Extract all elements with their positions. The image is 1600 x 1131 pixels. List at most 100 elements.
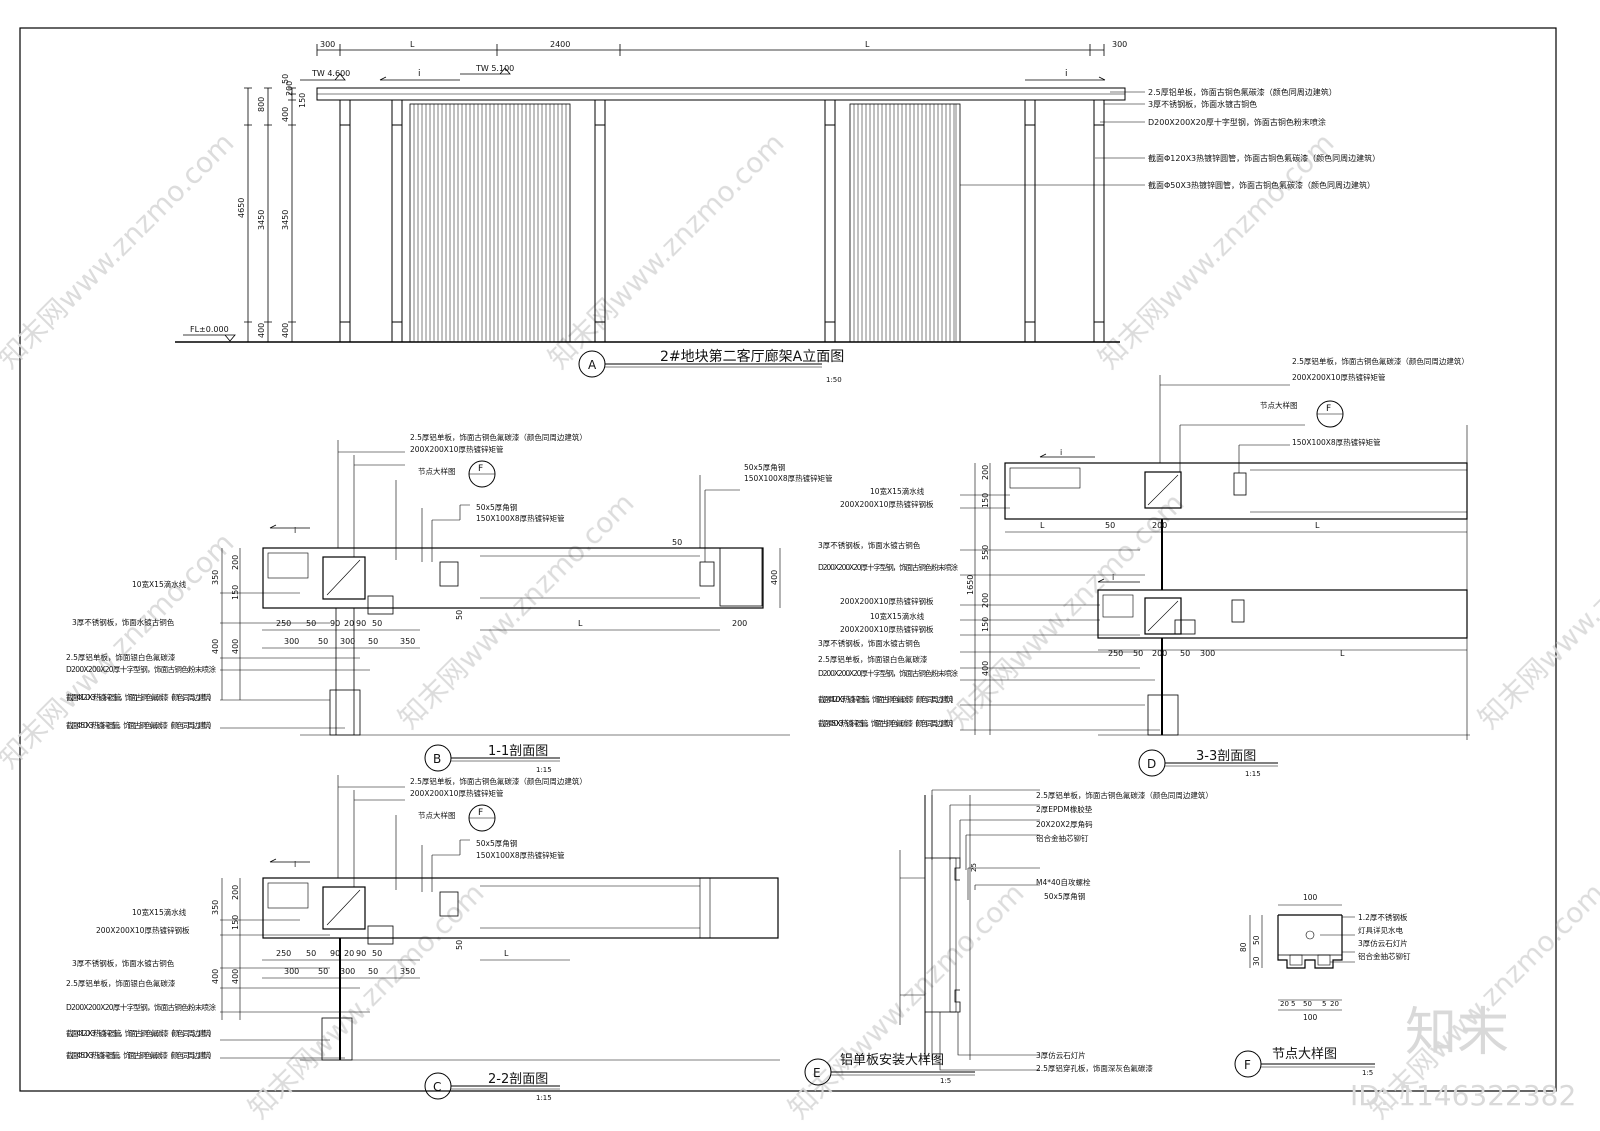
drawing-title: 铝单板安装大样图 <box>840 1053 944 1068</box>
dim-label: 5 <box>1291 1000 1295 1008</box>
dim-label: L <box>578 619 583 628</box>
dim-label: 30 <box>1252 956 1261 966</box>
note-text: 200X200X10厚热镀锌钢板 <box>840 596 934 606</box>
drawing-title: 2#地块第二客厅廊架A立面图 <box>660 348 844 365</box>
note-text: 20X20X2厚角码 <box>1036 819 1093 829</box>
dim-label: 300 <box>320 40 335 49</box>
level-label: FL±0.000 <box>190 325 229 334</box>
dim-label: 400 <box>981 661 990 676</box>
note-text: 2.5厚铝单板，饰面银白色氟碳漆 <box>66 652 176 662</box>
note-text: D200X200X20厚十字型钢，饰面古铜色粉末喷涂 <box>1148 117 1326 127</box>
dim-label: 90 <box>330 619 340 628</box>
detail-f <box>1234 904 1375 1078</box>
note-text: 150X100X8厚热镀锌矩管 <box>1292 437 1381 447</box>
dim-label: L <box>410 40 415 49</box>
note-text: 10宽X15滴水线 <box>132 907 187 917</box>
sheet-frame <box>19 27 1557 1092</box>
dim-label: 200 <box>732 619 747 628</box>
note-text: 50x5厚角钢 <box>1044 891 1085 901</box>
dim-label: 200 <box>1152 649 1167 658</box>
dim-label: 90 <box>356 619 366 628</box>
note-text: 截面Φ50X3热镀锌圆管，饰面古铜色氟碳漆（颜色同周边建筑） <box>66 1050 216 1060</box>
dim-label: 5 <box>1322 1000 1326 1008</box>
dim-label: 20 <box>344 949 354 958</box>
dim-label: 50 <box>1303 1000 1312 1008</box>
section-d <box>960 375 1470 777</box>
dim-label: 200 <box>981 593 990 608</box>
note-text: 1.2厚不锈钢板 <box>1358 912 1408 922</box>
elevation-a <box>175 44 1145 378</box>
drawing-title: 2-2剖面图 <box>488 1072 548 1087</box>
note-text: 截面Φ50X3热镀锌圆管，饰面古铜色氟碳漆（颜色同周边建筑） <box>66 720 216 730</box>
dim-label: 300 <box>1112 40 1127 49</box>
dim-label: 50 <box>1105 521 1115 530</box>
drawing-title: 1-1剖面图 <box>488 744 548 759</box>
detail-e <box>804 789 1040 1086</box>
dim-label: L <box>1040 521 1045 530</box>
note-text: 3厚仿云石灯片 <box>1358 938 1408 948</box>
note-text: 50x5厚角钢 <box>476 838 517 848</box>
dim-label: 50 <box>306 949 316 958</box>
dim-label: 150 <box>231 915 240 930</box>
dim-label: 20 <box>1280 1000 1289 1008</box>
slope-label: i <box>294 860 296 869</box>
slope-label: i <box>1065 69 1068 79</box>
slope-label: i <box>294 526 296 535</box>
dim-label: 200 <box>1152 521 1167 530</box>
dim-label: 50 <box>372 619 382 628</box>
dim-label: 300 <box>340 637 355 646</box>
dim-label: 200 <box>231 555 240 570</box>
section-d-text: 2.5厚铝单板，饰面古铜色氟碳漆（颜色同周边建筑） 200X200X10厚热镀锌… <box>818 356 1469 778</box>
drawing-label: B <box>433 752 441 766</box>
watermark-id: ID: 1146322382 <box>1350 1079 1576 1112</box>
dim-label: 400 <box>770 570 779 585</box>
drawing-title: 节点大样图 <box>1272 1047 1337 1062</box>
detail-e-text: 2.5厚铝单板，饰面古铜色氟碳漆（颜色同周边建筑） 2厚EPDM橡胶垫 20X2… <box>813 790 1213 1085</box>
note-text: 截面Φ120X3热镀锌圆管，饰面古铜色氟碳漆（颜色同周边建筑） <box>66 1028 216 1038</box>
note-text: 10宽X15滴水线 <box>870 486 925 496</box>
callout-text: 节点大样图 <box>418 810 456 820</box>
dim-label: 100 <box>1303 1013 1318 1022</box>
note-text: 200X200X10厚热镀锌钢板 <box>840 624 934 634</box>
dim-label: 200 <box>231 885 240 900</box>
drawing-scale: 1:15 <box>536 1094 552 1102</box>
note-text: 截面Φ120X3热镀锌圆管，饰面古铜色氟碳漆（颜色同周边建筑） <box>1148 153 1380 163</box>
note-text: 2.5厚铝单板，饰面古铜色氟碳漆（颜色同周边建筑） <box>1036 790 1213 800</box>
callout-text: 节点大样图 <box>418 466 456 476</box>
dim-label: 300 <box>340 967 355 976</box>
level-label: TW 5.100 <box>475 64 514 73</box>
dim-label: 400 <box>281 107 290 122</box>
note-text: D200X200X20厚十字型钢，饰面古铜色粉末喷涂 <box>66 664 217 674</box>
dim-label: 50 <box>1133 649 1143 658</box>
dim-label: 350 <box>400 637 415 646</box>
note-text: 2厚EPDM橡胶垫 <box>1036 804 1093 814</box>
note-text: 10宽X15滴水线 <box>132 579 187 589</box>
dim-label: 400 <box>231 969 240 984</box>
drawing-label: E <box>813 1066 821 1080</box>
note-text: 200X200X10厚热镀锌矩管 <box>410 444 504 454</box>
dim-label: 800 <box>257 97 266 112</box>
dim-label: 50 <box>318 637 328 646</box>
dim-label: 400 <box>211 969 220 984</box>
dim-label: L <box>1315 521 1320 530</box>
dim-label: 2400 <box>550 40 570 49</box>
dim-label: 50 <box>455 610 464 620</box>
dim-label: 300 <box>284 637 299 646</box>
section-b-text: 2.5厚铝单板，饰面古铜色氟碳漆（颜色同周边建筑） 200X200X10厚热镀锌… <box>66 432 833 774</box>
note-text: 2.5厚铝单板，饰面古铜色氟碳漆（颜色同周边建筑） <box>1148 87 1337 97</box>
dim-label: 50 <box>1252 935 1261 945</box>
dim-label: 50 <box>1180 649 1190 658</box>
drawing-scale: 1:5 <box>1362 1069 1373 1077</box>
dim-label: 550 <box>981 545 990 560</box>
note-text: 10宽X15滴水线 <box>870 611 925 621</box>
dim-label: 3450 <box>257 210 266 230</box>
dim-label: 350 <box>400 967 415 976</box>
note-text: 2.5厚铝单板，饰面银白色氟碳漆 <box>818 654 928 664</box>
dim-label: 50 <box>306 619 316 628</box>
dim-label: 100 <box>1303 893 1318 902</box>
section-c-text: 2.5厚铝单板，饰面古铜色氟碳漆（颜色同周边建筑） 200X200X10厚热镀锌… <box>66 776 587 1102</box>
dim-label: 350 <box>211 570 220 585</box>
dim-label: 50 <box>281 74 290 84</box>
dim-label: 250 <box>276 949 291 958</box>
